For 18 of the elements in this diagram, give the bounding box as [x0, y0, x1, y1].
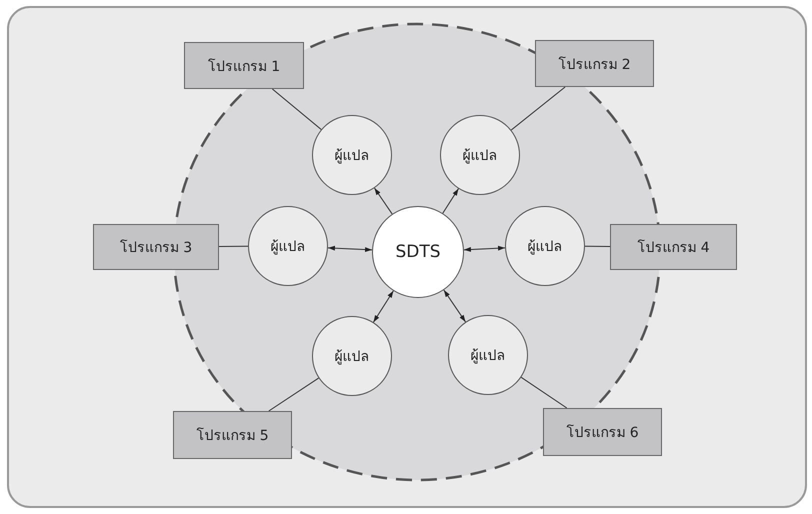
- connector-line: [272, 88, 322, 130]
- arrow: [463, 246, 506, 252]
- program-box: โปรแกรม 1: [184, 42, 304, 89]
- program-box: โปรแกรม 2: [535, 40, 654, 87]
- connector-line: [520, 376, 568, 408]
- connector-line: [584, 246, 610, 247]
- arrow: [442, 188, 459, 214]
- arrow: [327, 246, 373, 252]
- arrow: [372, 290, 394, 323]
- program-box: โปรแกรม 6: [543, 408, 662, 456]
- program-box: โปรแกรม 5: [173, 411, 292, 459]
- connector-line: [218, 246, 248, 248]
- connector-line: [268, 378, 320, 412]
- program-box: โปรแกรม 3: [93, 224, 219, 270]
- connector-line: [510, 86, 566, 131]
- arrow: [443, 290, 466, 322]
- program-box: โปรแกรม 4: [610, 224, 737, 270]
- arrow: [374, 188, 393, 214]
